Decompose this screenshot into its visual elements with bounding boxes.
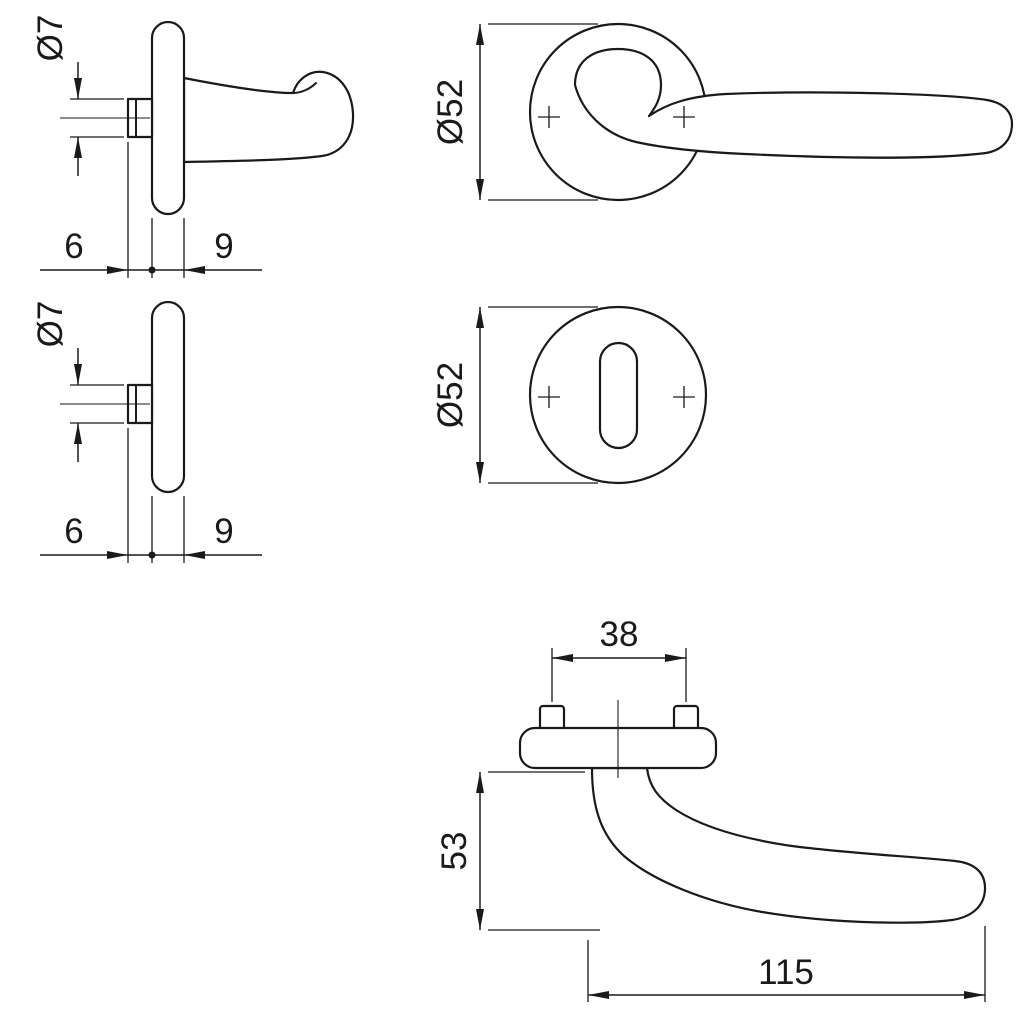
dim-chain-dot — [148, 266, 156, 274]
view-key-rose-front: Ø52 — [431, 305, 708, 485]
screw-mark-right — [673, 106, 695, 128]
view-handle-top: 38 53 115 — [435, 615, 987, 1002]
rose-profile — [150, 300, 186, 494]
dim-chain-dot — [148, 551, 156, 559]
lever-curl-line — [292, 82, 317, 94]
lever-outline — [573, 47, 1014, 159]
dim-label-offset: 6 — [64, 227, 83, 266]
view-handle-front: Ø52 — [431, 22, 1014, 202]
screw-mark-left — [538, 386, 560, 408]
dim-label-length: 115 — [758, 953, 814, 992]
screw-mark-left — [538, 106, 560, 128]
dim-label-thickness: 9 — [214, 227, 233, 266]
screw-mark-right — [673, 386, 695, 408]
dim-label-rose-diameter: Ø52 — [431, 79, 470, 145]
dim-label-projection: 53 — [435, 832, 474, 871]
dim-label-thickness: 9 — [214, 512, 233, 551]
dim-label-spindle-diameter: Ø7 — [31, 15, 70, 62]
dim-label-rose-diameter: Ø52 — [431, 362, 470, 428]
lever-top-outline — [590, 766, 987, 924]
view-rose-side: Ø7 6 9 — [31, 301, 262, 563]
keyhole — [598, 341, 639, 450]
lever-profile — [182, 70, 355, 164]
dim-label-spindle-diameter: Ø7 — [31, 301, 70, 348]
dim-label-offset: 6 — [64, 512, 83, 551]
rose-profile — [150, 20, 186, 216]
view-handle-side: Ø7 6 9 — [31, 15, 355, 278]
dim-label-screw-spacing: 38 — [600, 615, 639, 654]
